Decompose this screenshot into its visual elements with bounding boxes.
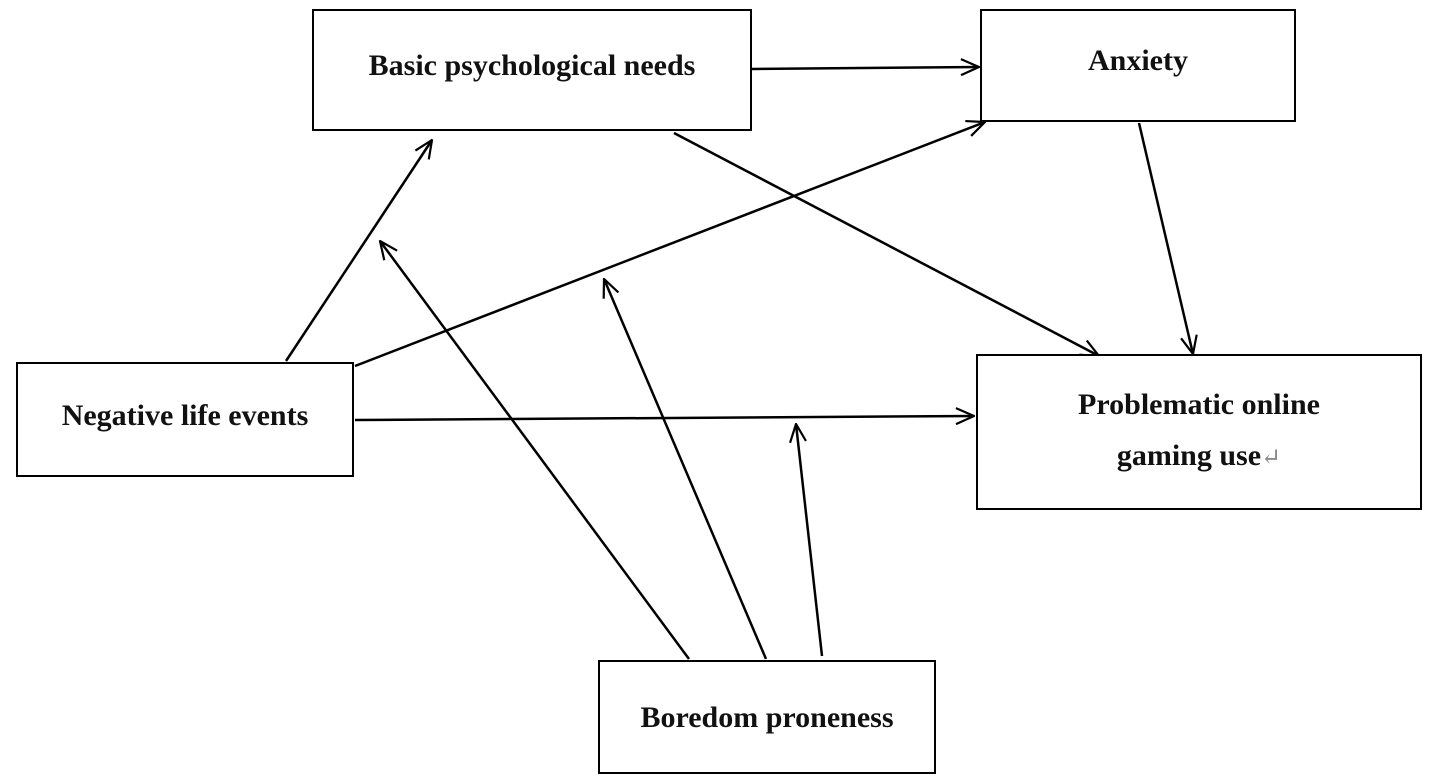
node-negative-label: Negative life events [61,399,309,432]
arrow-negative-to-anxiety [354,122,985,368]
arrow-anxiety-to-problematic [1137,122,1193,354]
arrow-boredom-to-basic-path [380,241,691,660]
node-problematic-label-line1: Problematic online [1078,388,1320,421]
node-negative-life-events: Negative life events [16,362,354,477]
node-problematic-label-line2-wrap: gaming use↵ [1117,430,1281,481]
arrow-basic-to-problematic [673,131,1099,356]
node-anxiety: Anxiety [980,9,1296,122]
node-boredom-label: Boredom proneness [640,700,894,734]
node-basic-label: Basic psychological needs [368,48,696,82]
arrow-boredom-to-anxiety-path [604,279,768,660]
node-basic-psychological-needs: Basic psychological needs [312,9,752,131]
paragraph-mark: ↵ [1261,445,1282,471]
node-boredom-proneness: Boredom proneness [598,660,936,774]
arrow-basic-to-anxiety [751,67,979,69]
arrow-negative-to-basic [284,140,432,362]
node-problematic-label-line2: gaming use [1116,439,1262,472]
node-problematic-online-gaming-use: Problematic online gaming use↵ [976,354,1422,510]
arrow-boredom-to-direct-path [796,424,824,657]
node-anxiety-label: Anxiety [1088,44,1188,77]
